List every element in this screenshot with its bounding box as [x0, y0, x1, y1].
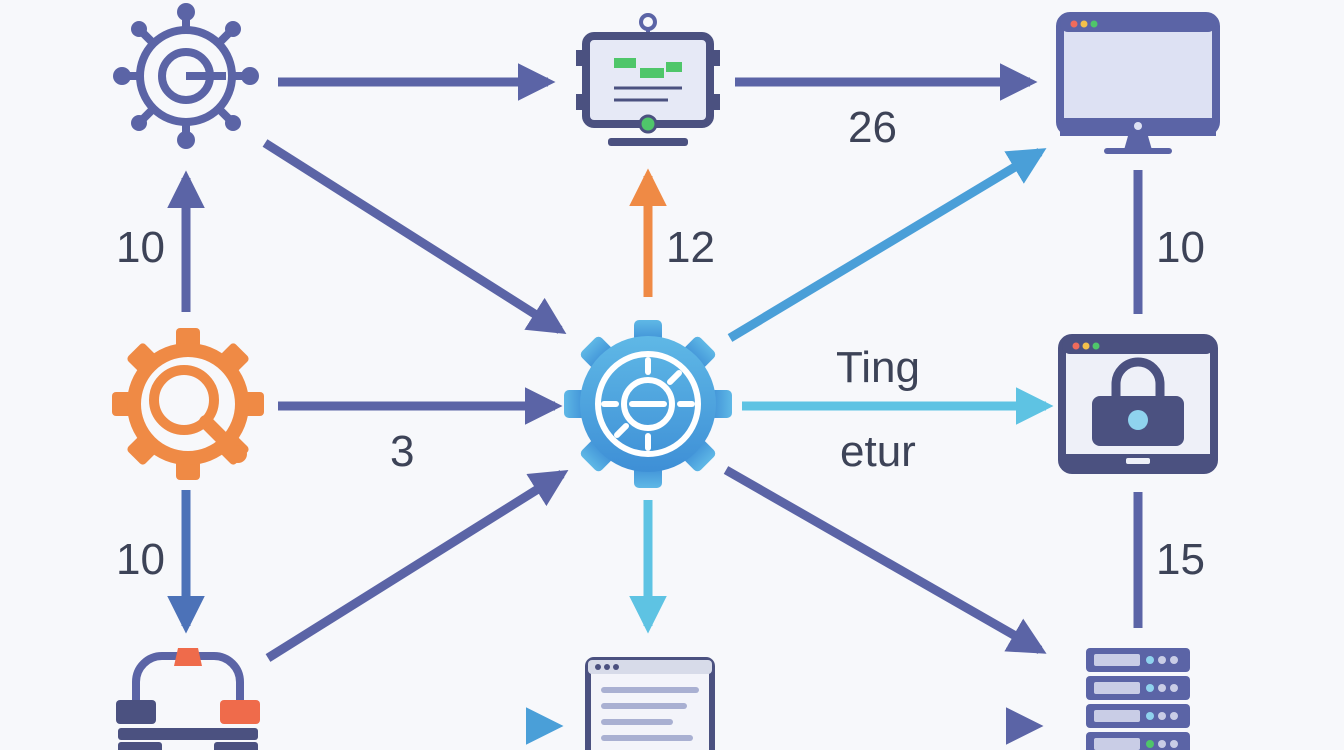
search-gear-icon[interactable] — [112, 328, 264, 480]
edge-gear-to-server — [723, 466, 1047, 654]
central-gear-icon[interactable] — [564, 320, 732, 488]
edge-gear-to-desktop — [727, 148, 1047, 342]
secure-window-icon[interactable] — [1058, 334, 1218, 474]
edge-hub-to-gear — [262, 139, 567, 335]
label-dashboard-desktop: 26 — [848, 103, 897, 152]
label-gear-secure-top: Ting — [836, 343, 920, 392]
desktop-computer-icon[interactable] — [1056, 12, 1220, 154]
label-gear-dashboard: 12 — [666, 223, 715, 272]
label-secure-server: 15 — [1156, 535, 1205, 584]
label-desktop-secure: 10 — [1156, 223, 1205, 272]
server-rack-icon[interactable] — [1086, 648, 1190, 750]
label-search-gear: 3 — [390, 427, 414, 476]
label-search-pipeline: 10 — [116, 535, 165, 584]
dashboard-monitor-icon[interactable] — [576, 13, 720, 146]
label-search-hub: 10 — [116, 223, 165, 272]
edge-labels: 26 10 12 10 3 Ting etur 10 15 — [116, 103, 1205, 584]
edge-pipeline-to-gear — [265, 469, 569, 662]
edges — [167, 63, 1143, 745]
network-hub-icon[interactable] — [113, 3, 259, 149]
label-gear-secure-bottom: etur — [840, 427, 916, 476]
pipeline-connector-icon[interactable] — [116, 648, 260, 750]
document-window-icon[interactable] — [585, 657, 715, 750]
